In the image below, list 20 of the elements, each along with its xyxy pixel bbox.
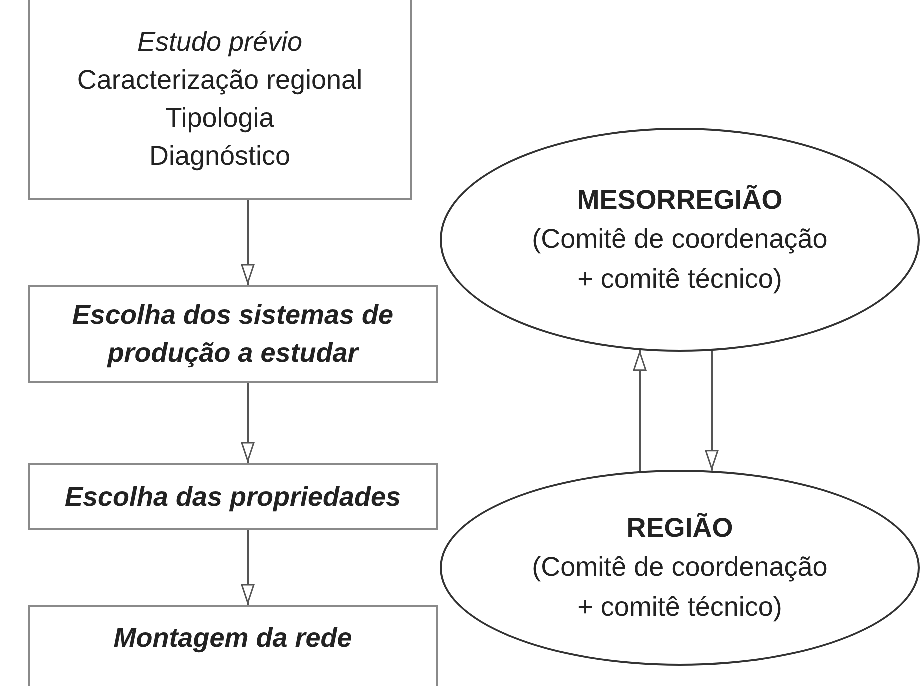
- node-title: Escolha dos sistemas de produção a estudar: [71, 299, 395, 370]
- node-heading: REGIÃO: [626, 512, 734, 545]
- node-text: Diagnóstico: [148, 140, 292, 173]
- node-title: Montagem da rede: [112, 622, 354, 655]
- node-text: Caracterização regional: [76, 64, 364, 97]
- node-text: Tipologia: [164, 102, 276, 135]
- arrow: [633, 350, 647, 472]
- arrow: [241, 383, 255, 463]
- arrow: [241, 200, 255, 285]
- node-body: (Comitê de coordenação + comitê técnico): [531, 223, 829, 296]
- node-heading: MESORREGIÃO: [577, 184, 783, 217]
- arrow: [241, 530, 255, 605]
- process-box: [28, 463, 438, 530]
- arrow: [705, 351, 719, 471]
- node-body: (Comitê de coordenação + comitê técnico): [531, 551, 829, 624]
- node-heading: Estudo prévio: [137, 26, 303, 59]
- node-title: Escolha das propriedades: [64, 480, 402, 514]
- process-box: [28, 285, 438, 383]
- process-box: [28, 0, 412, 200]
- process-box: [28, 605, 438, 686]
